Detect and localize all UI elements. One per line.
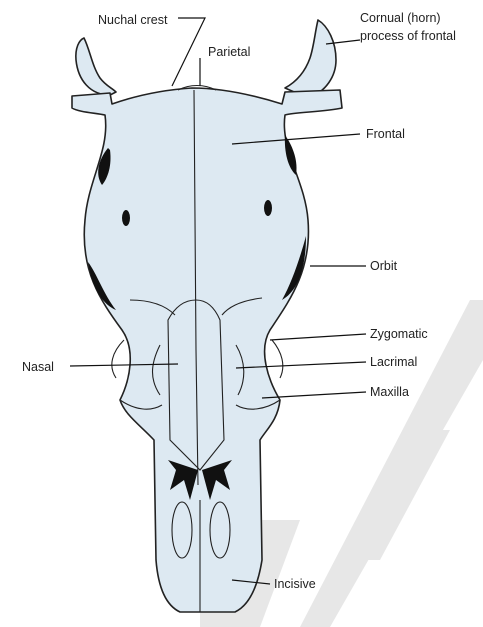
maxilla-label: Maxilla <box>370 385 409 399</box>
right-horn-shape <box>285 20 336 98</box>
lacrimal-label: Lacrimal <box>370 355 417 369</box>
right-supraorbital-foramen <box>264 200 272 216</box>
cornual-label-line2: process of frontal <box>360 29 456 43</box>
left-supraorbital-foramen <box>122 210 130 226</box>
nasal-label: Nasal <box>22 360 54 374</box>
nuchal-crest-label: Nuchal crest <box>98 13 168 27</box>
zygomatic-leader <box>270 334 366 340</box>
frontal-label: Frontal <box>366 127 405 141</box>
parietal-label: Parietal <box>208 45 250 59</box>
incisive-label: Incisive <box>274 577 316 591</box>
zygomatic-label: Zygomatic <box>370 327 428 341</box>
left-horn-shape <box>76 38 116 95</box>
skull-outline <box>72 88 342 612</box>
cornual-label-line1: Cornual (horn) <box>360 11 441 25</box>
orbit-label: Orbit <box>370 259 398 273</box>
